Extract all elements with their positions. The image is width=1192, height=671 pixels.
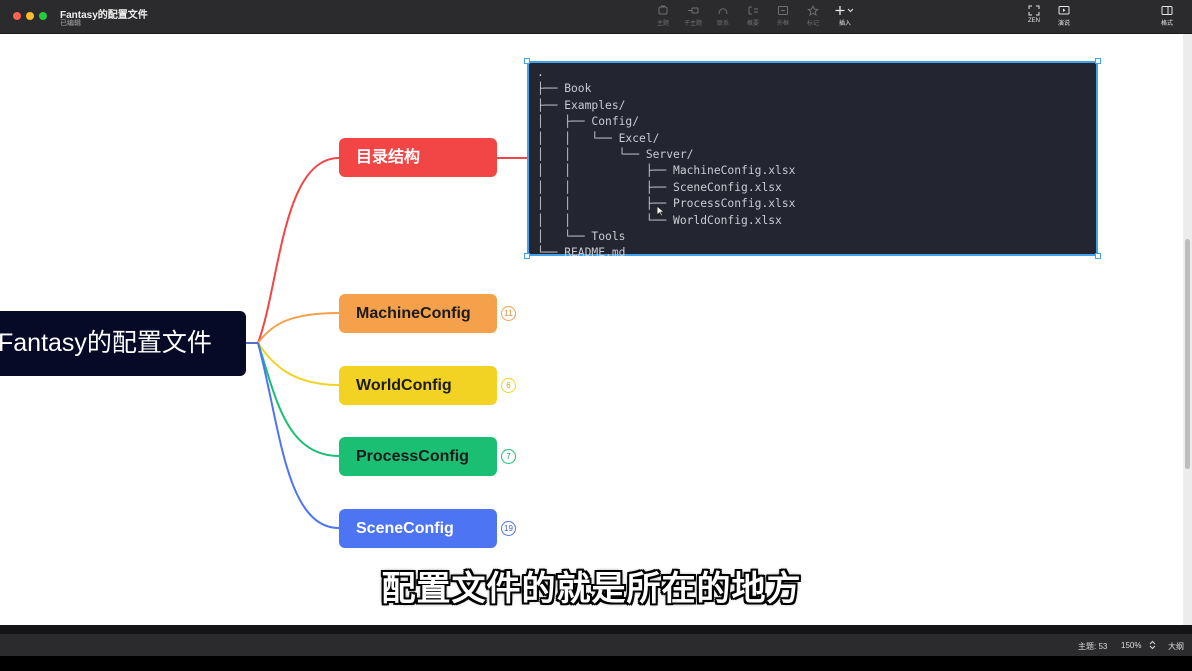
- document-status: 已编辑: [60, 20, 81, 27]
- relationship-icon: [718, 8, 728, 15]
- connector-machine: [257, 312, 340, 344]
- topic-world-config[interactable]: WorldConfig: [339, 366, 497, 405]
- collapsed-count-badge[interactable]: 7: [501, 449, 516, 464]
- toolbar-boundary-button[interactable]: 外框: [768, 5, 798, 27]
- toolbar-insert-button[interactable]: 插入: [829, 5, 861, 27]
- connector-world: [257, 342, 340, 386]
- zoom-level[interactable]: 150%: [1121, 641, 1142, 650]
- code-line: └── README.md: [537, 246, 626, 260]
- topic-directory-structure[interactable]: 目录结构: [339, 138, 497, 177]
- code-line: ├── Book: [537, 82, 592, 96]
- topic-scene-config[interactable]: SceneConfig: [339, 509, 497, 548]
- toolbar-relationship-button[interactable]: 联系: [708, 5, 738, 27]
- outline-button[interactable]: 大纲: [1168, 642, 1184, 651]
- code-line: │ │ └── WorldConfig.xlsx: [537, 213, 782, 227]
- code-line: │ │ ├── MachineConfig.xlsx: [537, 164, 796, 178]
- topic-count: 主题: 53: [1078, 642, 1108, 651]
- connector-scene: [257, 342, 340, 529]
- bottom-black-bar: [0, 656, 1192, 671]
- mouse-cursor-icon: [656, 205, 666, 217]
- resize-handle-bottom-left[interactable]: [524, 253, 530, 259]
- boundary-icon: [778, 6, 788, 15]
- maximize-window-button[interactable]: [39, 12, 47, 20]
- video-subtitle: 配置文件的就是所在的地方: [381, 570, 802, 608]
- code-line: │ │ └── Excel/: [537, 131, 660, 145]
- zoom-stepper-icon[interactable]: [1149, 640, 1156, 650]
- code-line: │ │ ├── SceneConfig.xlsx: [537, 180, 782, 194]
- code-line: ├── Examples/: [537, 98, 626, 112]
- subtopic-icon: [688, 7, 699, 14]
- collapsed-count-badge[interactable]: 19: [501, 521, 516, 536]
- toolbar-summary-button[interactable]: 概要: [738, 5, 768, 27]
- plus-icon: [835, 6, 854, 15]
- topic-icon: [658, 5, 668, 15]
- code-line: │ │ ├── ProcessConfig.xlsx: [537, 197, 796, 211]
- present-button[interactable]: 演说: [1049, 5, 1079, 27]
- connector-process: [257, 342, 340, 457]
- code-line: │ └── Tools: [537, 229, 626, 243]
- topic-machine-config[interactable]: MachineConfig: [339, 294, 497, 333]
- summary-icon: [748, 6, 758, 15]
- status-bar: 主题: 53 150% 大纲: [0, 634, 1192, 656]
- branch-connectors: [246, 157, 527, 529]
- central-topic[interactable]: Fantasy的配置文件: [0, 311, 246, 376]
- resize-handle-top-right[interactable]: [1095, 58, 1101, 64]
- code-line: .: [537, 66, 544, 79]
- toolbar-marker-button[interactable]: 标记: [798, 5, 828, 27]
- connector-directory: [257, 157, 340, 344]
- collapsed-count-badge[interactable]: 6: [501, 378, 516, 393]
- document-title: Fantasy的配置文件: [60, 10, 148, 21]
- vertical-scrollbar-thumb[interactable]: [1185, 239, 1190, 469]
- resize-handle-bottom-right[interactable]: [1095, 253, 1101, 259]
- star-icon: [807, 5, 819, 16]
- minimize-window-button[interactable]: [26, 12, 34, 20]
- code-block-topic[interactable]: . ├── Book ├── Examples/ │ ├── Config/ │ │ └…: [527, 61, 1098, 259]
- mindmap-canvas[interactable]: Fantasy的配置文件 目录结构 MachineConfig WorldCon…: [0, 34, 1183, 625]
- topic-process-config[interactable]: ProcessConfig: [339, 437, 497, 476]
- code-line: │ │ └── Server/: [537, 147, 694, 161]
- title-bar: Fantasy的配置文件 已编辑 主题 子主题 联系 概要 外框 标记 插入 Z…: [0, 0, 1192, 34]
- vertical-scrollbar-track[interactable]: [1183, 34, 1192, 625]
- close-window-button[interactable]: [13, 12, 21, 20]
- fullscreen-icon: [1028, 5, 1040, 16]
- format-panel-button[interactable]: 格式: [1152, 5, 1182, 27]
- toolbar-topic-button[interactable]: 主题: [648, 5, 678, 27]
- toolbar-subtopic-button[interactable]: 子主题: [678, 5, 708, 27]
- zen-mode-button[interactable]: ZEN: [1019, 5, 1049, 24]
- resize-handle-top-left[interactable]: [524, 58, 530, 64]
- collapsed-count-badge[interactable]: 11: [501, 306, 516, 321]
- play-screen-icon: [1058, 6, 1070, 15]
- sidebar-panel-icon: [1161, 6, 1173, 15]
- code-line: │ ├── Config/: [537, 115, 640, 129]
